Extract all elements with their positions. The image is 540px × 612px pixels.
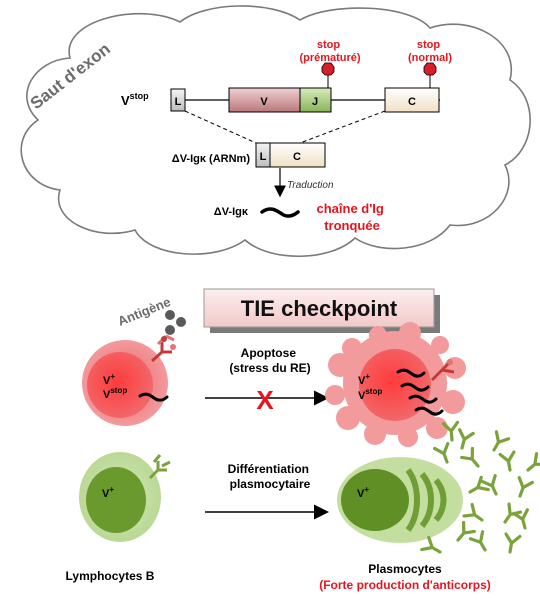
antibody-production-label: (Forte production d'anticorps) <box>319 578 491 592</box>
gene-label: Vstop <box>121 91 149 108</box>
b-cell-green-label: V+ <box>102 485 114 500</box>
apoptotic-cell-label-2: Vstop <box>358 387 382 402</box>
antigen-dot-2 <box>176 317 186 327</box>
differentiation-label: Différentiation plasmocytaire <box>228 462 313 491</box>
plasma-cell-label: V+ <box>357 485 369 500</box>
segment-V-label: V <box>260 96 268 108</box>
segment-L-box <box>170 88 186 112</box>
protein-label: ΔV-Igκ <box>214 206 249 218</box>
b-cell-vstop-label-2: Vstop <box>103 386 127 401</box>
b-cell-truncated-chain <box>138 392 169 402</box>
apoptotic-cell <box>325 322 466 447</box>
mrna-label: ΔV-Igκ (ARNm) <box>172 153 251 165</box>
b-cell-vstop-nucleus <box>87 352 153 418</box>
b-cell-green-receptor <box>148 454 171 480</box>
plasma-cell-nucleus <box>341 469 409 531</box>
stop-normal-icon <box>423 62 437 76</box>
truncated-chain-glyph <box>260 207 300 218</box>
tie-checkpoint-box <box>203 288 435 328</box>
apoptotic-truncated-chains <box>396 368 444 416</box>
truncated-chain-label: chaîne d'Ig tronquée <box>316 201 387 233</box>
plasma-cells-label: Plasmocytes <box>368 562 442 576</box>
apoptotic-receptor <box>430 359 455 382</box>
b-cell-green-nucleus <box>86 467 146 533</box>
apoptosis-label: Apoptose (stress du RE) <box>229 346 310 375</box>
tie-checkpoint-title: TIE checkpoint <box>241 296 398 321</box>
mrna-C-box <box>269 142 326 168</box>
stop-premature-icon <box>321 62 335 76</box>
segment-L-label: L <box>175 96 182 108</box>
antigen-dot-1 <box>165 310 175 320</box>
segment-J-label: J <box>312 96 318 108</box>
translation-label: Traduction <box>287 180 334 191</box>
plasma-cell-er <box>405 468 447 532</box>
b-cell-vstop-label-1: V+ <box>103 372 115 387</box>
apoptotic-cell-label-1: V+ <box>358 372 370 387</box>
b-cells-label: Lymphocytes B <box>66 569 155 583</box>
antigen-dot-3 <box>165 325 175 335</box>
exon-skip-cloud <box>20 5 531 258</box>
mrna-L-label: L <box>260 151 267 163</box>
splice-line-right <box>299 110 386 144</box>
segment-J-box <box>299 87 332 113</box>
splice-line-left <box>184 110 257 144</box>
antigen-label: Antigène <box>116 294 173 329</box>
blocked-mark: X <box>256 385 274 415</box>
b-cell-receptor <box>150 334 176 363</box>
stop-normal-label: stop (normal) <box>408 39 452 64</box>
segment-C-label: C <box>408 96 416 108</box>
stop-premature-label: stop (prématuré) <box>299 39 360 64</box>
segment-C-box <box>384 87 440 113</box>
mrna-C-label: C <box>293 151 301 163</box>
